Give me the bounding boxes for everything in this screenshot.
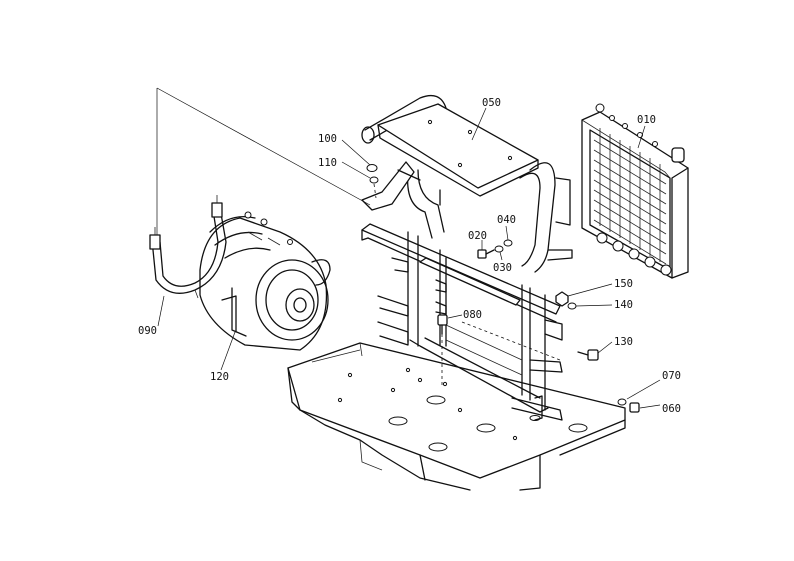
part-label-070: 070 [662,370,681,382]
part-label-150: 150 [614,278,633,290]
part-labels: 010 020 030 040 050 060 070 080 090 100 … [138,97,681,415]
part-label-110: 110 [318,157,337,169]
base-floor-plate [287,342,626,491]
part-label-130: 130 [614,336,633,348]
radiator [581,103,689,279]
fan-shroud-assembly [199,211,331,351]
part-label-120: 120 [210,371,229,383]
guide-lines [156,87,561,361]
part-label-030: 030 [493,262,512,274]
part-label-050: 050 [482,97,501,109]
part-label-100: 100 [318,133,337,145]
part-label-090: 090 [138,325,157,337]
bracket-100-110 [361,161,421,211]
support-frame [361,94,573,421]
part-label-020: 020 [468,230,487,242]
fasteners [437,239,640,413]
part-label-040: 040 [497,214,516,226]
part-label-060: 060 [662,403,681,415]
part-label-080: 080 [463,309,482,321]
strap-clamp [149,195,227,299]
part-label-140: 140 [614,299,633,311]
part-label-010: 010 [637,114,656,126]
leader-lines [157,107,661,409]
